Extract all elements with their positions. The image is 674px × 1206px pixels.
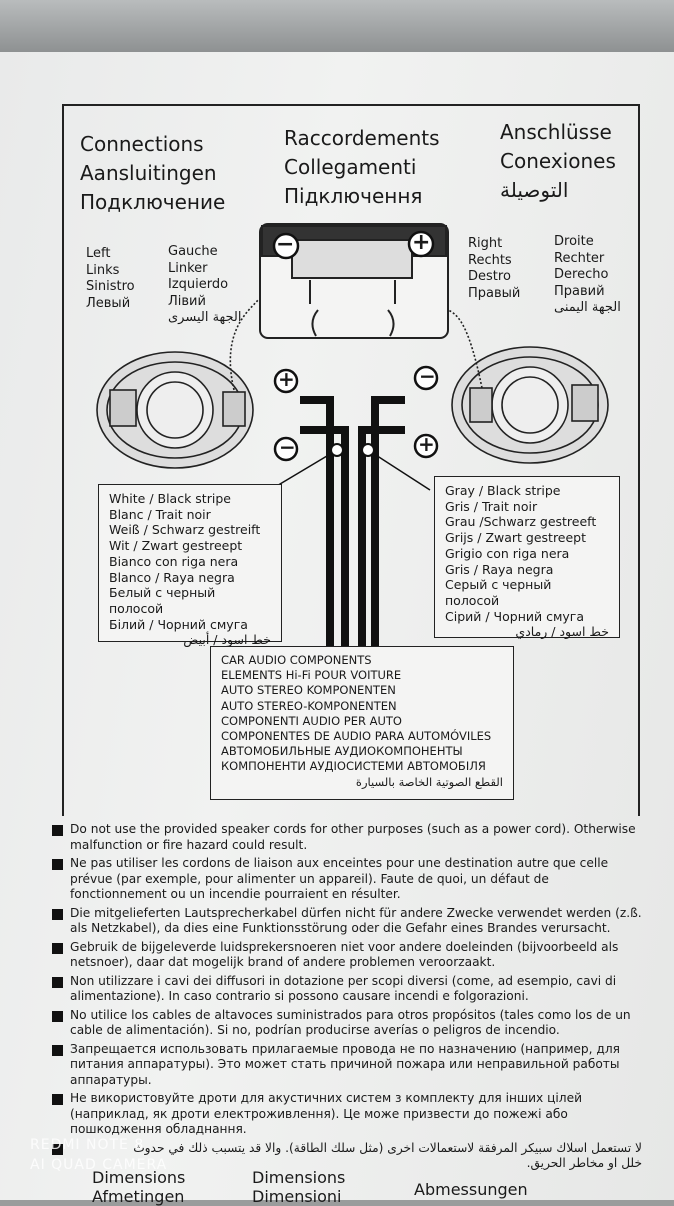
plus-icon: + xyxy=(418,432,435,456)
heading: Collegamenti xyxy=(284,155,417,179)
minus-icon: − xyxy=(279,435,296,459)
heading: Conexiones xyxy=(500,149,616,173)
background-top xyxy=(0,0,674,52)
note-ar: لا تستعمل اسلاك سبيكر المرفقة لاستعمالات… xyxy=(52,1141,642,1172)
note-en: Do not use the provided speaker cords fo… xyxy=(52,822,642,853)
heading: Подключение xyxy=(80,190,226,214)
heading: التوصيلة xyxy=(500,178,569,202)
left-speaker xyxy=(96,299,259,469)
heading: Aansluitingen xyxy=(80,161,217,185)
caution-notes: Do not use the provided speaker cords fo… xyxy=(52,822,642,1175)
note-fr: Ne pas utiliser les cordons de liaison a… xyxy=(52,856,642,903)
note-nl: Gebruik de bijgeleverde luidsprekersnoer… xyxy=(52,940,642,971)
wiring-diagram xyxy=(96,223,609,648)
note-ru: Запрещается использовать прилагаемые про… xyxy=(52,1042,642,1089)
note-uk: Не використовуйте дроти для акустичних с… xyxy=(52,1091,642,1138)
heading-col2: Raccordements Collegamenti Підключення xyxy=(284,124,440,211)
polarity-symbols xyxy=(272,230,439,462)
speaker-wires xyxy=(269,396,431,648)
diagram-frame xyxy=(62,104,640,816)
plus-icon: + xyxy=(278,367,295,391)
dimensions-col3: Abmessungen xyxy=(414,1180,528,1199)
note-it: Non utilizzare i cavi dei diffusori in d… xyxy=(52,974,642,1005)
heading-col1: Connections Aansluitingen Подключение xyxy=(80,130,225,217)
heading: Підключення xyxy=(284,184,423,208)
minus-icon: − xyxy=(419,364,436,388)
note-de: Die mitgelieferten Lautsprecherkabel dür… xyxy=(52,906,642,937)
note-es: No utilice los cables de altavoces sumin… xyxy=(52,1008,642,1039)
terminal-illustration xyxy=(259,223,449,339)
minus-icon: − xyxy=(276,232,295,257)
heading-col3: Anschlüsse Conexiones التوصيلة xyxy=(500,118,616,205)
heading: Connections xyxy=(80,132,204,156)
heading: Raccordements xyxy=(284,126,440,150)
plus-icon: + xyxy=(412,230,431,255)
right-speaker xyxy=(447,309,609,464)
heading: Anschlüsse xyxy=(500,120,612,144)
